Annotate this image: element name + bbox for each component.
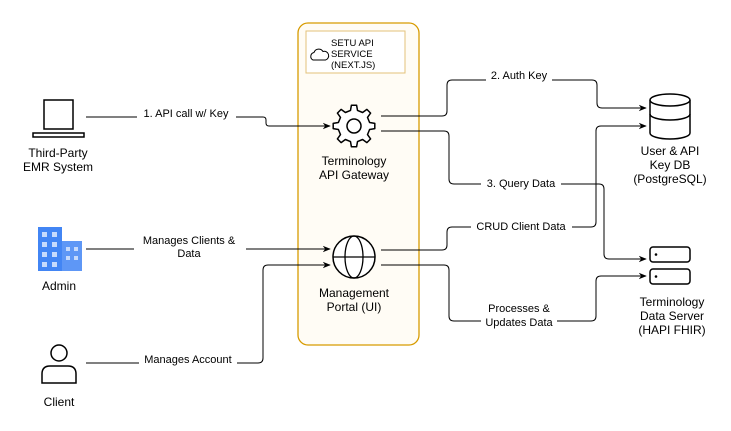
- emr-label-line-2: EMR System: [23, 160, 93, 174]
- server-icon: [649, 246, 691, 285]
- edge-label-crud: CRUD Client Data: [476, 221, 566, 233]
- edge-api-call: [86, 116, 331, 130]
- edge-label-processes-line-2: Updates Data: [485, 317, 553, 329]
- client-label: Client: [44, 395, 75, 409]
- edge-label-api-call: 1. API call w/ Key: [144, 108, 229, 120]
- laptop-icon: [32, 99, 85, 138]
- globe-icon: [332, 235, 376, 279]
- service-label-line-2: SERVICE: [331, 49, 373, 60]
- service-label-line-1: SETU API: [331, 38, 374, 49]
- gateway-label-line-2: API Gateway: [319, 168, 389, 182]
- gear-icon: [332, 104, 376, 148]
- portal-label-line-2: Portal (UI): [327, 300, 382, 314]
- edge-auth-key: [381, 79, 647, 117]
- database-icon: [649, 93, 691, 140]
- db-label-line-2: Key DB: [650, 158, 691, 172]
- cloud-icon: [310, 48, 330, 61]
- admin-label: Admin: [42, 279, 76, 293]
- edge-label-manages-account: Manages Account: [144, 354, 231, 366]
- db-label-line-3: (PostgreSQL): [633, 172, 706, 186]
- portal-label-line-1: Management: [319, 286, 390, 300]
- edge-query-data: [381, 130, 647, 263]
- gear-hub: [346, 118, 362, 134]
- db-label-line-1: User & API: [641, 144, 700, 158]
- user-icon: [41, 344, 77, 384]
- edge-label-processes-line-1: Processes &: [488, 303, 550, 315]
- building-icon: [38, 227, 82, 271]
- gateway-label-line-1: Terminology: [322, 154, 387, 168]
- edge-label-manages-clients-line-2: Data: [177, 248, 201, 260]
- edge-label-manages-clients-line-1: Manages Clients &: [143, 235, 236, 247]
- service-label-line-3: (NEXT.JS): [331, 60, 375, 71]
- emr-label-line-1: Third-Party: [28, 146, 87, 160]
- edge-manages-account: [86, 261, 331, 364]
- edge-label-query-data: 3. Query Data: [487, 178, 556, 190]
- edge-label-auth-key: 2. Auth Key: [491, 70, 548, 82]
- fhir-label-line-2: Data Server: [640, 309, 704, 323]
- service-label-box: [305, 30, 406, 74]
- fhir-label-line-1: Terminology: [640, 295, 705, 309]
- fhir-label-line-3: (HAPI FHIR): [638, 323, 705, 337]
